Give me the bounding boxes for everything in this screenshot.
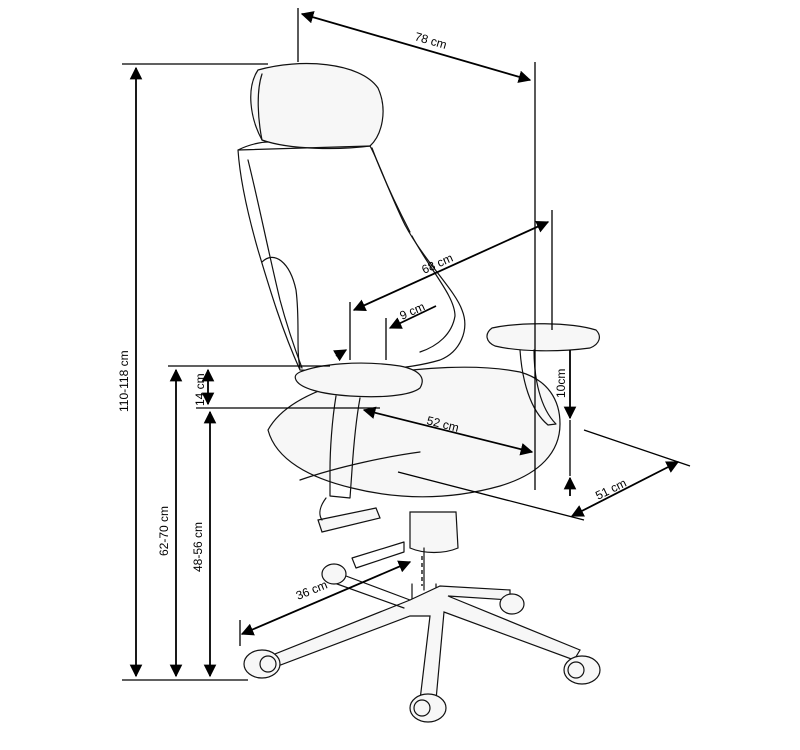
label-armrest-10: 10cm	[554, 369, 568, 398]
headrest	[250, 62, 384, 150]
label-seat-height-48-56: 48-56 cm	[191, 522, 205, 572]
arrow-base-36	[240, 560, 412, 636]
label-height-110-118: 110-118 cm	[117, 350, 131, 412]
gas-cylinder	[409, 511, 459, 554]
star-base	[260, 585, 581, 701]
caster-left	[243, 649, 281, 679]
dimension-labels: 78 cm 110-118 cm 68 cm 9 cm 14 cm 52 cm …	[117, 29, 629, 602]
dimension-lines	[122, 8, 691, 681]
caster-back-left	[321, 563, 347, 585]
backrest	[237, 141, 466, 372]
label-thickness-9: 9 cm	[398, 299, 427, 322]
arrow-seat-depth-52	[362, 406, 534, 456]
chair-drawing	[237, 62, 601, 723]
caster-right	[563, 655, 601, 685]
arrow-width-78	[300, 11, 532, 83]
arrow-seat-width-51	[570, 461, 680, 517]
caster-front	[409, 693, 447, 723]
label-arm-height-62-70: 62-70 cm	[157, 506, 171, 556]
caster-back-right	[499, 593, 525, 615]
left-armrest	[294, 362, 423, 398]
right-armrest	[486, 323, 600, 352]
label-arm-14: 14 cm	[193, 373, 207, 406]
label-seat-width-51: 51 cm	[593, 476, 629, 503]
arrow-depth-68	[352, 220, 550, 312]
